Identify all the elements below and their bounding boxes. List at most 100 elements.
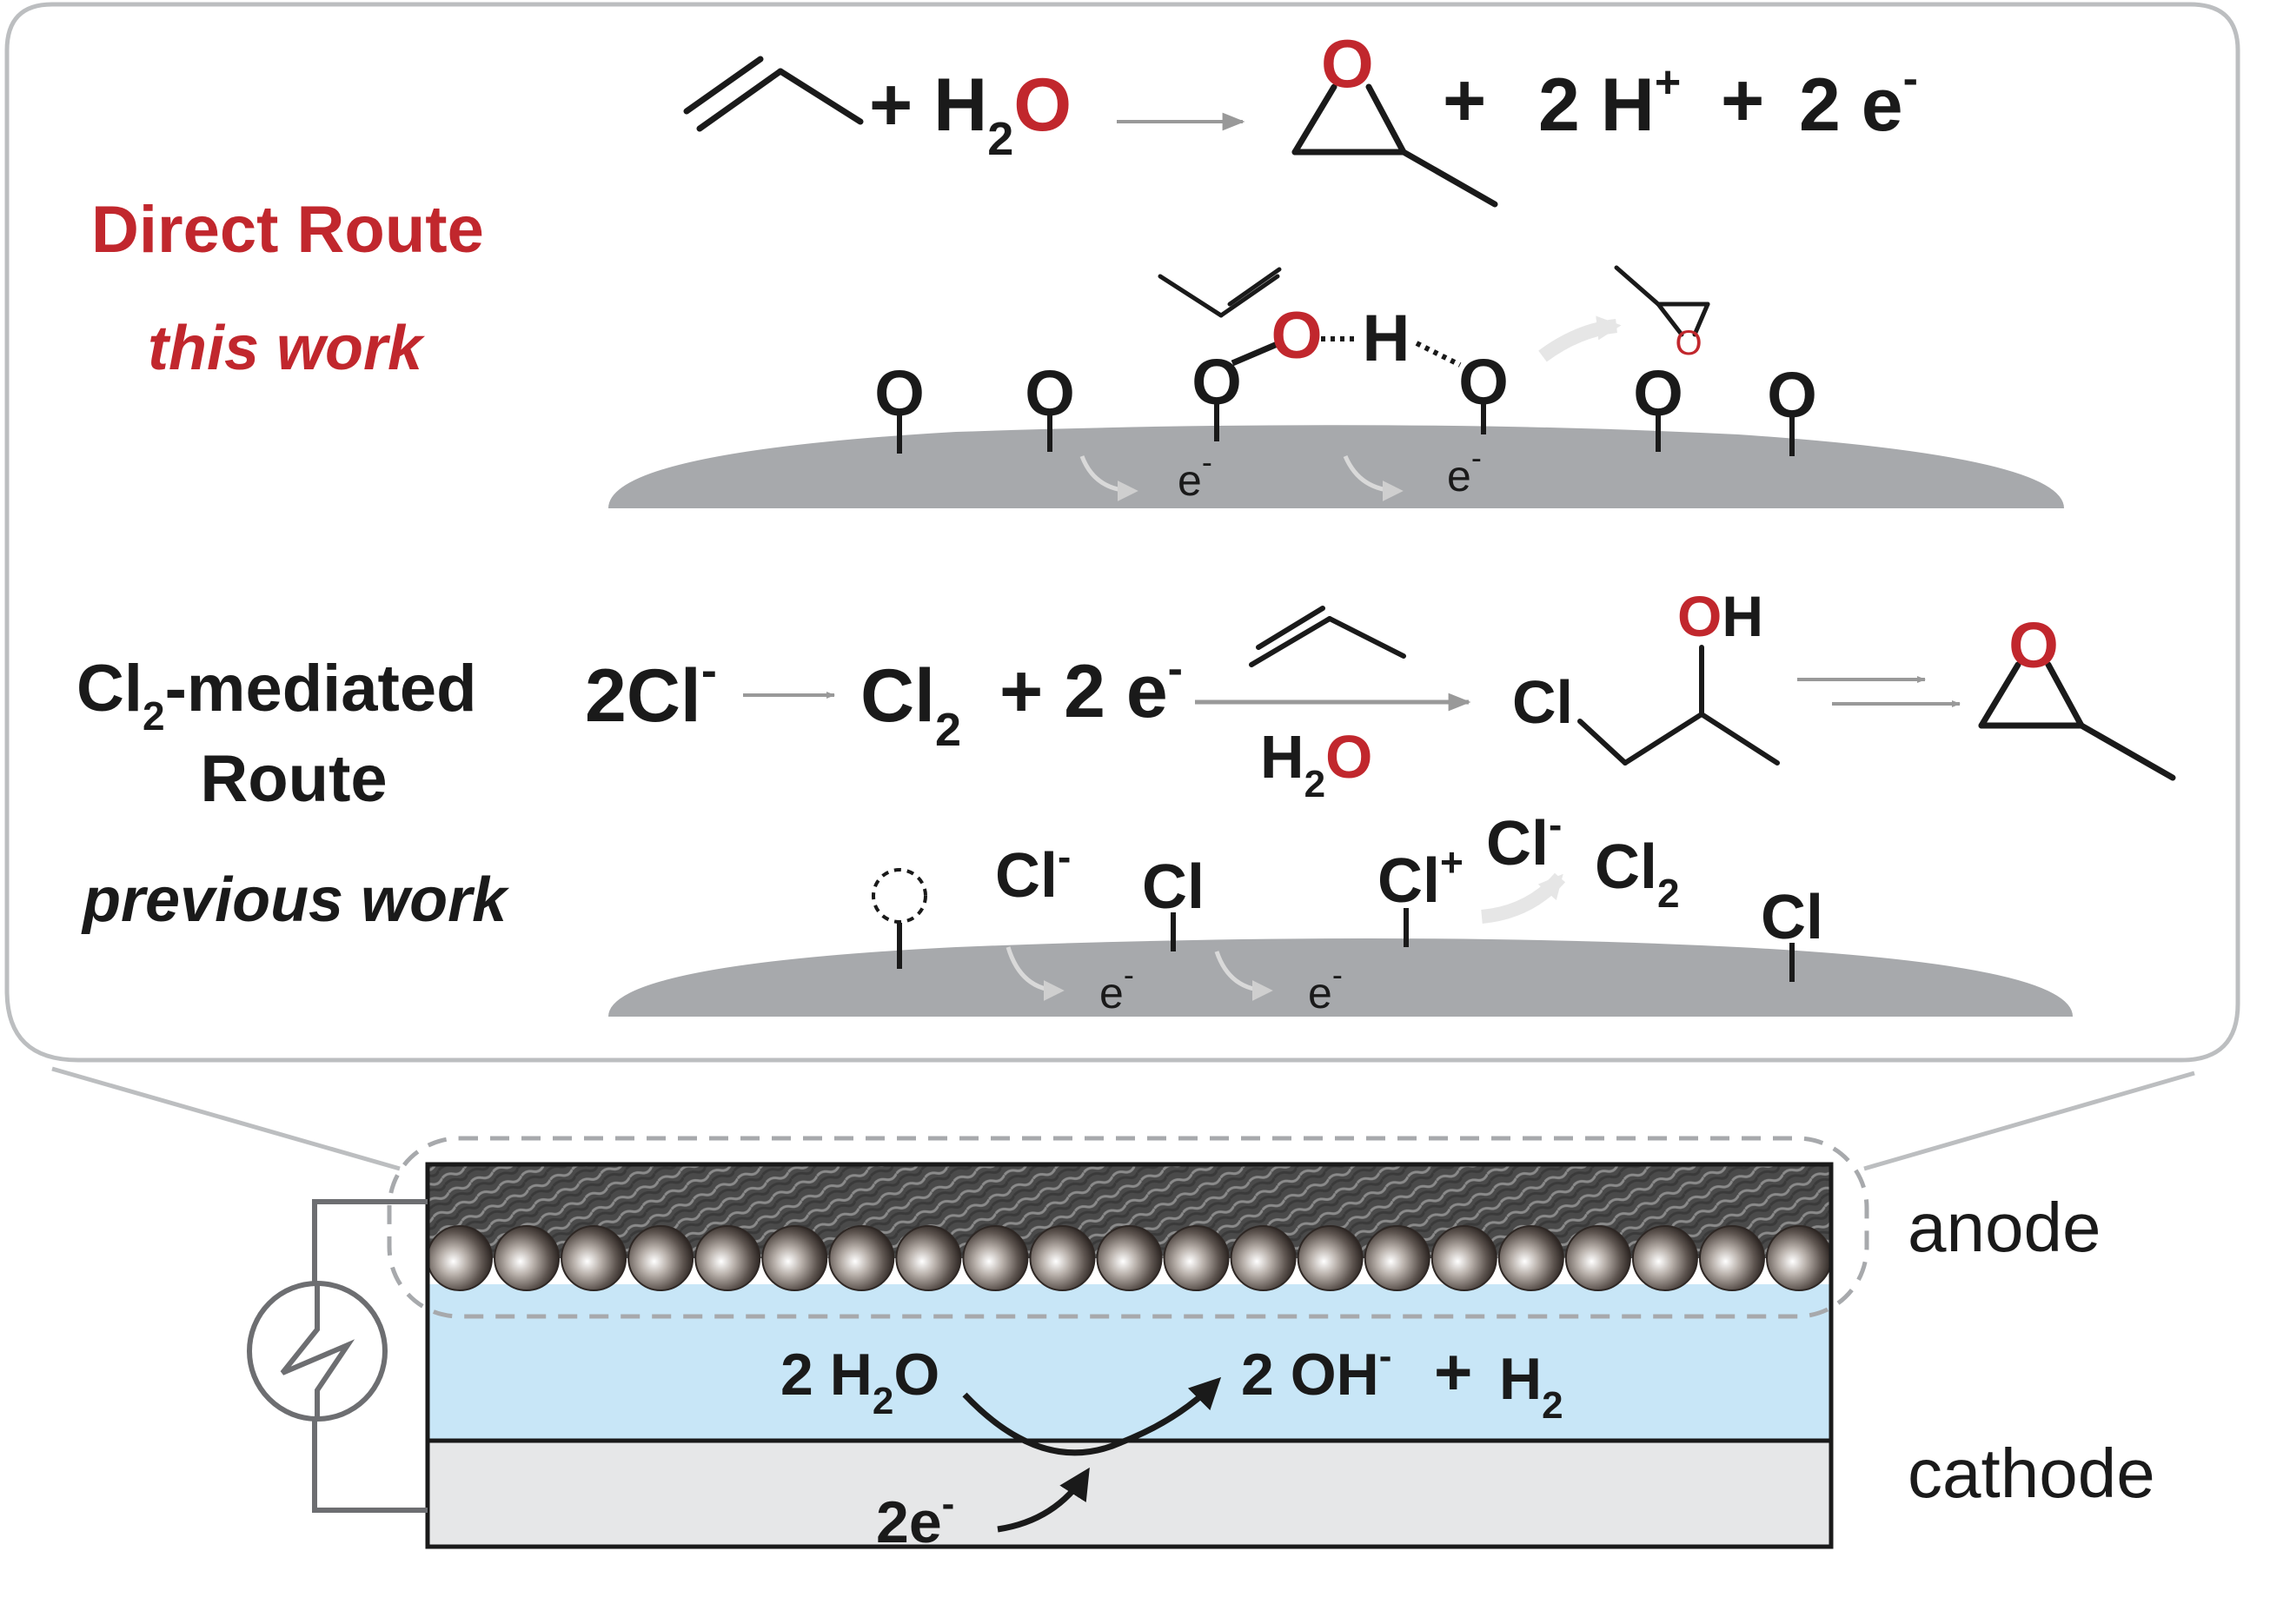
- svg-text:2 H2O: 2 H2O: [780, 1342, 939, 1422]
- cathode-electron-arrow: [997, 1467, 1090, 1533]
- cl2-e-arrow-2: [1214, 951, 1273, 1001]
- anode-particle: [627, 1225, 694, 1291]
- eq1-proton-sup: +: [1655, 57, 1681, 108]
- eq2-water-o: O: [1325, 723, 1372, 791]
- svg-text:Cl2-mediated: Cl2-mediated: [76, 652, 477, 739]
- svg-text:2e-: 2e-: [876, 1482, 954, 1555]
- svg-text:Cl-: Cl-: [1486, 802, 1562, 878]
- cell-product2: H: [1499, 1346, 1542, 1412]
- cl-ion-2-sup: -: [1549, 802, 1562, 847]
- small-epoxide-o: O: [1675, 324, 1702, 362]
- anode-particle: [1364, 1225, 1430, 1291]
- cathode-electrons-sup: -: [942, 1482, 955, 1525]
- cl2-e-label-2: e: [1308, 969, 1332, 1017]
- eq1-plus2: +: [1721, 59, 1764, 143]
- direct-surface-sites: [897, 404, 1795, 456]
- cell-product1: 2 OH: [1241, 1342, 1379, 1408]
- cell-reactant-o: O: [893, 1342, 939, 1408]
- eq2-chlorine: Cl: [860, 654, 935, 738]
- cl2-release-arrow: [1481, 872, 1566, 924]
- zoom-line-left: [51, 1066, 401, 1171]
- direct-route-title: Direct Route: [91, 193, 484, 267]
- anode-particle: [1631, 1225, 1698, 1291]
- anode-particle: [1297, 1225, 1364, 1291]
- eq2-propylene: [1249, 606, 1406, 667]
- cathode-plate: [425, 1438, 1834, 1549]
- anode-particle: [1564, 1225, 1631, 1291]
- anode-particle: [1230, 1225, 1297, 1291]
- eq2-chlorine-sub: 2: [935, 704, 961, 756]
- zoom-highlight: [387, 1136, 1869, 1319]
- anode-particle: [962, 1225, 1029, 1291]
- anode-particle: [1163, 1225, 1230, 1291]
- anode-particle: [427, 1225, 493, 1291]
- small-epoxide: [1614, 265, 1710, 337]
- faint-product-arrow: [1538, 315, 1622, 362]
- anode-particle: [1766, 1225, 1832, 1291]
- anode-particle: [694, 1225, 761, 1291]
- bridge-h: H: [1363, 302, 1410, 375]
- direct-e-arrow-2: [1343, 454, 1404, 501]
- electrolyte: [428, 1284, 1831, 1441]
- cl-site-1: Cl: [1142, 852, 1205, 922]
- callout-panel: [4, 2, 2240, 1063]
- cl2-e-label-1: e: [1099, 969, 1124, 1017]
- empty-site: [872, 868, 927, 924]
- direct-e-label-2: e: [1447, 452, 1471, 500]
- epoxide-product: [1291, 83, 1498, 208]
- anode-particles: [427, 1225, 1832, 1291]
- cl2-e-sup-1: -: [1124, 957, 1134, 992]
- eq1-water-sub: 2: [987, 113, 1013, 165]
- anode-particle: [494, 1225, 561, 1291]
- chlorohydrin-h: H: [1722, 584, 1763, 648]
- svg-text:OH: OH: [1677, 584, 1763, 648]
- direct-e-label-1: e: [1178, 456, 1202, 505]
- eq1-electron-sup: -: [1903, 54, 1918, 104]
- cl2-title-sub: 2: [143, 693, 165, 739]
- cl2-e-arrow-1: [1006, 946, 1065, 1001]
- cl2-product-sub: 2: [1657, 871, 1680, 916]
- direct-site-o-1: O: [874, 357, 925, 429]
- svg-text:Cl2: Cl2: [1595, 832, 1680, 916]
- cl2-product: Cl: [1595, 832, 1657, 902]
- cell-plus: +: [1434, 1336, 1472, 1409]
- direct-site-o-4: O: [1458, 346, 1509, 418]
- anode-particle: [1497, 1225, 1564, 1291]
- svg-text:e-: e-: [1308, 957, 1343, 1017]
- eq2-chloride-sup: -: [701, 645, 717, 697]
- cl2-route-surface: [608, 938, 2073, 1017]
- cl2-title-cl: Cl: [76, 652, 143, 726]
- cl-ion-1-sup: -: [1058, 834, 1071, 879]
- svg-text:H2O: H2O: [1260, 723, 1373, 805]
- svg-text:e-: e-: [1178, 444, 1212, 505]
- cell-reactant: 2 H: [780, 1342, 873, 1408]
- h-bond-2: [1415, 341, 1462, 368]
- direct-site-o-5: O: [1633, 357, 1683, 429]
- cell-product2-sub: 2: [1542, 1384, 1563, 1427]
- svg-text:Cl2: Cl2: [860, 654, 961, 756]
- eq1-plus-water: + H: [869, 63, 987, 147]
- anode-particle: [761, 1225, 828, 1291]
- cell-product1-sup: -: [1379, 1335, 1392, 1377]
- svg-text:e-: e-: [1447, 440, 1482, 500]
- svg-text:2Cl-: 2Cl-: [585, 645, 717, 738]
- eq1-water-o: O: [1013, 63, 1072, 147]
- svg-text:2 H+: 2 H+: [1538, 57, 1681, 147]
- cl-ion-1: Cl: [995, 841, 1058, 911]
- anode-label: anode: [1908, 1189, 2101, 1266]
- svg-text:+: +: [1443, 59, 1486, 143]
- anode-particle: [1698, 1225, 1765, 1291]
- svg-text:Cl+: Cl+: [1377, 839, 1464, 916]
- chlorohydrin-structure: [1577, 645, 1780, 766]
- eq1-protons: 2 H: [1538, 63, 1655, 147]
- bridge-o: O: [1271, 299, 1322, 373]
- eq2-electrons: + 2 e: [999, 650, 1168, 733]
- svg-text:+ H2O: + H2O: [869, 63, 1072, 165]
- cathode-electrons: 2e: [876, 1489, 942, 1555]
- svg-text:2 e-: 2 e-: [1799, 54, 1918, 147]
- direct-route-surface: [608, 425, 2064, 508]
- cell-reactant-sub: 2: [873, 1380, 893, 1422]
- svg-text:Cl-: Cl-: [995, 834, 1071, 911]
- cl-plus-site: Cl: [1377, 846, 1440, 916]
- cathode-label: cathode: [1908, 1435, 2155, 1512]
